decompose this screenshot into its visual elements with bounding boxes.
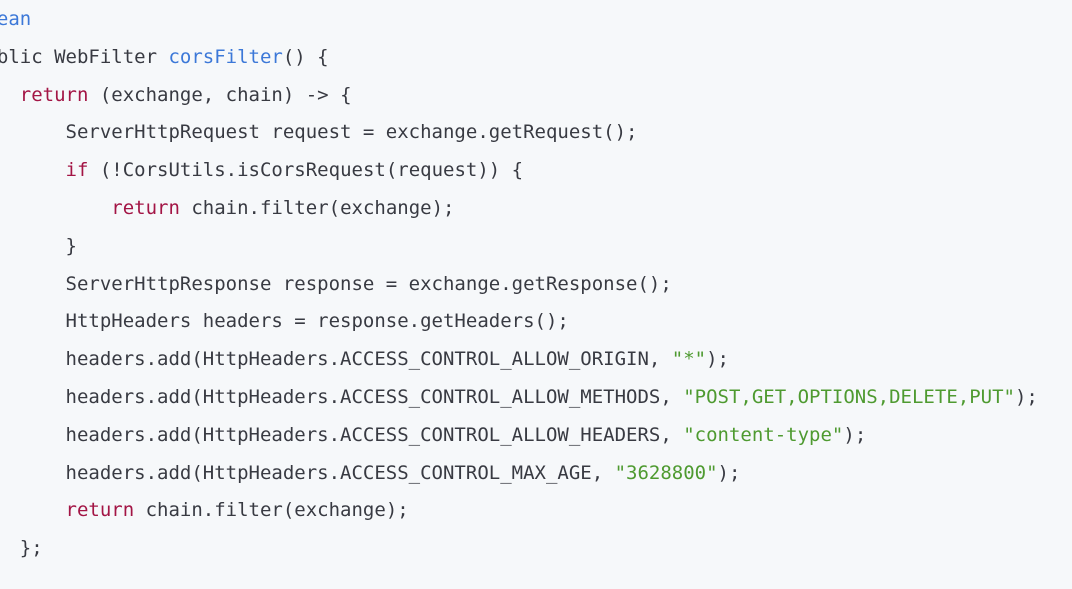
code-token bbox=[0, 197, 111, 219]
code-token: (exchange, chain) -> { bbox=[88, 83, 352, 106]
keyword-token: return bbox=[111, 196, 180, 219]
code-line: headers.add(HttpHeaders.ACCESS_CONTROL_A… bbox=[0, 379, 1038, 417]
code-token: ); bbox=[843, 423, 867, 446]
code-lines: @Bean public WebFilter corsFilter() { ret… bbox=[0, 1, 1038, 568]
code-token: () { bbox=[282, 45, 329, 68]
code-line: return (exchange, chain) -> { bbox=[0, 77, 1038, 115]
code-token: HttpHeaders headers = response.getHeader… bbox=[0, 310, 569, 333]
code-line: return chain.filter(exchange); bbox=[0, 190, 1038, 228]
code-token bbox=[0, 499, 66, 521]
keyword-token: if bbox=[65, 159, 89, 182]
code-line: @Bean bbox=[0, 1, 1038, 39]
code-token: headers.add(HttpHeaders.ACCESS_CONTROL_A… bbox=[0, 385, 684, 408]
code-line: ServerHttpRequest request = exchange.get… bbox=[0, 114, 1038, 152]
code-line: headers.add(HttpHeaders.ACCESS_CONTROL_A… bbox=[0, 417, 1038, 455]
code-token: ); bbox=[717, 461, 741, 484]
code-token: } bbox=[65, 234, 77, 257]
keyword-token: return bbox=[19, 83, 89, 106]
code-line: return chain.filter(exchange); bbox=[0, 492, 1038, 530]
code-line: headers.add(HttpHeaders.ACCESS_CONTROL_A… bbox=[0, 341, 1038, 379]
code-token: (!CorsUtils.isCorsRequest(request)) { bbox=[88, 159, 524, 182]
code-token: public WebFilter bbox=[0, 45, 158, 68]
annotation-token: @Bean bbox=[0, 8, 32, 30]
function-token: corsFilter bbox=[168, 45, 283, 68]
code-line: public WebFilter corsFilter() { bbox=[0, 39, 1038, 77]
code-token: ServerHttpResponse response = exchange.g… bbox=[0, 272, 672, 295]
code-token: ); bbox=[1014, 385, 1038, 408]
code-line: }; bbox=[0, 530, 1038, 568]
keyword-token: return bbox=[65, 499, 135, 522]
code-token: }; bbox=[19, 537, 43, 560]
string-token: "*" bbox=[671, 348, 707, 371]
code-token: chain.filter(exchange); bbox=[179, 196, 455, 219]
code-token: ServerHttpRequest request = exchange.get… bbox=[0, 121, 638, 144]
string-token: "3628800" bbox=[614, 461, 718, 484]
code-line: ServerHttpResponse response = exchange.g… bbox=[0, 266, 1038, 304]
code-token: headers.add(HttpHeaders.ACCESS_CONTROL_A… bbox=[0, 423, 684, 446]
code-token: ); bbox=[706, 348, 729, 371]
code-line: HttpHeaders headers = response.getHeader… bbox=[0, 303, 1038, 341]
code-line: if (!CorsUtils.isCorsRequest(request)) { bbox=[0, 152, 1038, 190]
code-token bbox=[0, 159, 66, 181]
code-token: headers.add(HttpHeaders.ACCESS_CONTROL_M… bbox=[0, 461, 615, 484]
code-token: chain.filter(exchange); bbox=[134, 499, 409, 522]
string-token: "content-type" bbox=[683, 423, 844, 446]
code-line: } bbox=[0, 228, 1038, 266]
string-token: "POST,GET,OPTIONS,DELETE,PUT" bbox=[683, 385, 1015, 408]
code-token: headers.add(HttpHeaders.ACCESS_CONTROL_A… bbox=[0, 348, 672, 371]
code-line: headers.add(HttpHeaders.ACCESS_CONTROL_M… bbox=[0, 455, 1038, 493]
code-token bbox=[0, 84, 20, 106]
